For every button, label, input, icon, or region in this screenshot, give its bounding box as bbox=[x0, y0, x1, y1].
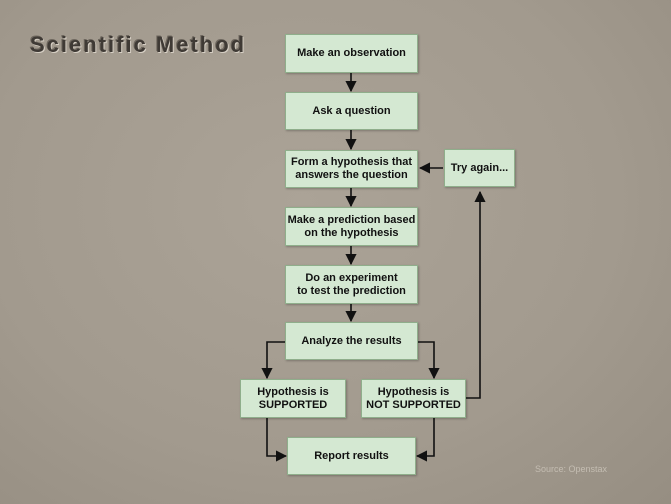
step-report-results: Report results bbox=[287, 437, 416, 475]
arrow-not-supported-to-report bbox=[415, 418, 435, 462]
step-make-prediction: Make a prediction based on the hypothesi… bbox=[285, 207, 418, 246]
step-ask-question: Ask a question bbox=[285, 92, 418, 130]
step-try-again: Try again... bbox=[444, 149, 515, 187]
source-credit: Source: Openstax bbox=[535, 464, 608, 474]
slide-title: Scientific Method bbox=[30, 32, 247, 57]
step-hypothesis-supported: Hypothesis is SUPPORTED bbox=[240, 379, 346, 418]
arrow-analyze-to-supported bbox=[261, 341, 285, 380]
step-analyze-results: Analyze the results bbox=[285, 322, 418, 360]
step-make-observation: Make an observation bbox=[285, 34, 418, 73]
step-do-experiment: Do an experiment to test the prediction bbox=[285, 265, 418, 304]
arrow-not-supported-to-try-again bbox=[466, 190, 486, 399]
arrow-analyze-to-not-supported bbox=[418, 341, 440, 380]
step-form-hypothesis: Form a hypothesis that answers the quest… bbox=[285, 150, 418, 188]
arrow-supported-to-report bbox=[266, 418, 288, 462]
step-hypothesis-not-supported: Hypothesis is NOT SUPPORTED bbox=[361, 379, 466, 418]
